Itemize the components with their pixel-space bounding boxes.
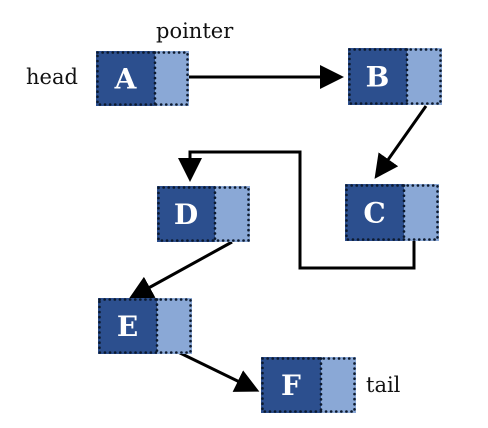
node-data-cell: [157, 186, 215, 242]
node-letter: B: [366, 61, 390, 94]
links: [128, 65, 428, 392]
link-d-to-e: [128, 240, 233, 299]
node-dot-border: [98, 298, 192, 354]
nodes: A B C D E: [96, 48, 442, 413]
node-e: E: [98, 298, 192, 354]
node-pointer-cell: [157, 298, 192, 354]
node-d: D: [157, 186, 250, 242]
link-c-to-d: [178, 150, 416, 270]
node-data-cell: [345, 184, 404, 241]
link-b-to-c: [374, 105, 428, 179]
node-dot-border: [157, 186, 250, 242]
node-data-cell: [348, 48, 407, 105]
node-dot-border: [348, 48, 442, 105]
node-pointer-cell: [155, 51, 189, 106]
head-label: head: [26, 65, 78, 89]
node-dot-border: [345, 184, 439, 241]
node-c: C: [345, 184, 439, 241]
pointer-label: pointer: [156, 19, 234, 43]
node-pointer-cell: [404, 184, 439, 241]
node-letter: D: [174, 198, 198, 231]
node-data-cell: [261, 357, 321, 413]
node-f: F: [261, 357, 356, 413]
node-data-cell: [98, 298, 157, 354]
node-pointer-cell: [321, 357, 356, 413]
link-e-to-f: [177, 350, 260, 392]
node-data-cell: [96, 51, 155, 106]
node-letter: A: [114, 63, 138, 96]
node-dot-border: [96, 51, 189, 106]
node-b: B: [348, 48, 442, 105]
node-dot-border: [261, 357, 356, 413]
node-letter: F: [281, 369, 301, 402]
node-a: A: [96, 51, 189, 106]
node-pointer-cell: [407, 48, 442, 105]
tail-label: tail: [366, 373, 401, 397]
node-letter: E: [117, 310, 138, 343]
node-pointer-cell: [215, 186, 250, 242]
node-letter: C: [363, 197, 385, 230]
